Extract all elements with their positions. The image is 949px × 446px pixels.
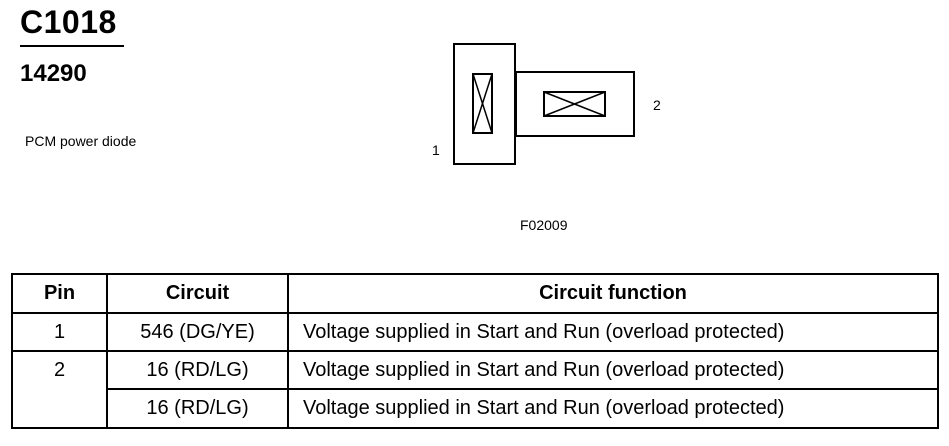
table-row: 1 546 (DG/YE) Voltage supplied in Start …: [11, 312, 939, 352]
pin-2-label: 2: [653, 97, 661, 113]
circuit-cell: 16 (RD/LG): [106, 388, 289, 429]
pin-cell: 2: [11, 350, 108, 429]
pin-1-terminal: [472, 73, 493, 134]
pin-cell: 1: [11, 312, 108, 352]
function-cell: Voltage supplied in Start and Run (overl…: [287, 350, 939, 390]
figure-id: F02009: [520, 217, 568, 233]
part-number: 14290: [20, 60, 87, 87]
function-cell: Voltage supplied in Start and Run (overl…: [287, 312, 939, 352]
function-cell: Voltage supplied in Start and Run (overl…: [287, 388, 939, 429]
table-row: 2 16 (RD/LG) Voltage supplied in Start a…: [11, 350, 939, 429]
connector-diagram: 1 2: [432, 43, 661, 165]
circuit-cell: 16 (RD/LG): [106, 350, 289, 390]
connector-id: C1018: [20, 4, 117, 40]
title-underline: [20, 45, 124, 47]
pin-2-terminal: [543, 91, 606, 117]
table-row: 16 (RD/LG) Voltage supplied in Start and…: [12, 388, 939, 429]
connector-description: PCM power diode: [25, 133, 137, 149]
header-circuit: Circuit: [106, 273, 289, 314]
header-pin: Pin: [11, 273, 108, 314]
circuit-cell: 546 (DG/YE): [106, 312, 289, 352]
pin-1-label: 1: [432, 142, 440, 158]
header-circuit-function: Circuit function: [287, 273, 939, 314]
pinout-table: Pin Circuit Circuit function 1 546 (DG/Y…: [11, 273, 939, 429]
table-header-row: Pin Circuit Circuit function: [11, 273, 939, 314]
